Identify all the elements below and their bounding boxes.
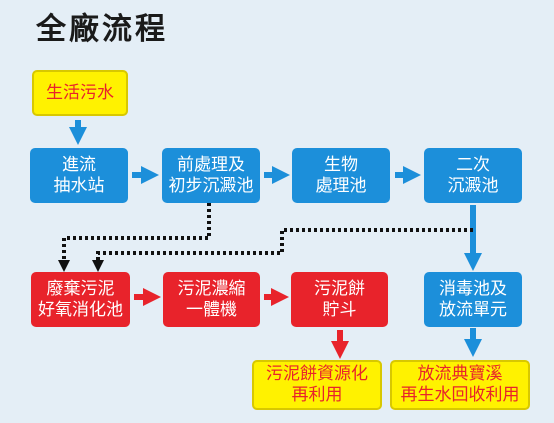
node-intake-pump-station: 進流 抽水站 [30, 148, 128, 203]
dotted-line-primary-sludge [58, 203, 211, 272]
node-biological-treatment: 生物 處理池 [292, 148, 390, 203]
node-domestic-sewage: 生活污水 [32, 70, 128, 116]
node-sludge-cake-reuse: 污泥餅資源化 再利用 [252, 360, 382, 410]
node-primary-sedimentation: 前處理及 初步沉澱池 [162, 148, 260, 203]
node-sludge-thickener: 污泥濃縮 一體機 [163, 272, 260, 327]
node-aerobic-sludge-digester: 廢棄污泥 好氧消化池 [31, 272, 130, 327]
dotted-line-secondary-sludge [92, 228, 473, 272]
node-secondary-clarifier: 二次 沉澱池 [424, 148, 522, 203]
node-sludge-cake-hopper: 污泥餅 貯斗 [291, 272, 388, 327]
node-reclaimed-water-reuse: 放流典寶溪 再生水回收利用 [390, 360, 530, 410]
page-title: 全廠流程 [36, 12, 168, 47]
node-disinfection-discharge: 消毒池及 放流單元 [424, 272, 522, 327]
